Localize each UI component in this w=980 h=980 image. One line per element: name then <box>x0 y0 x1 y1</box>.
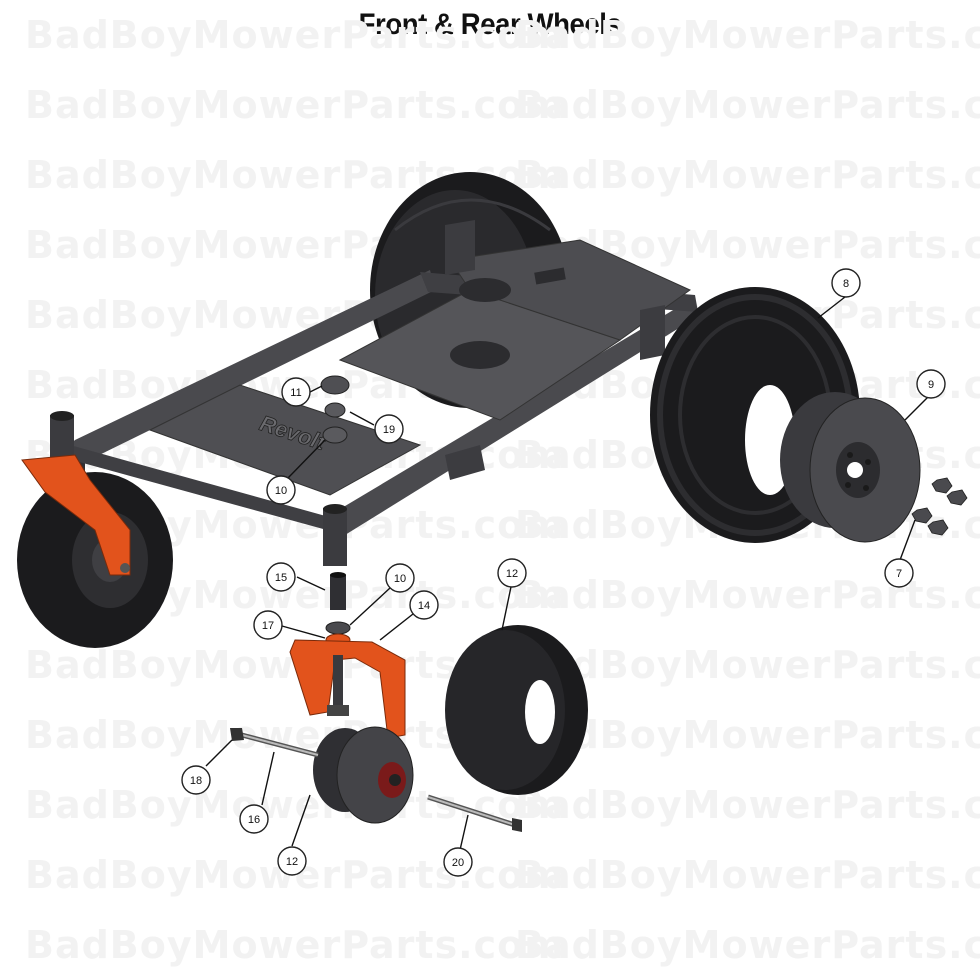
callout-17-label: 17 <box>262 620 274 632</box>
callout-15-label: 15 <box>275 572 287 584</box>
watermark-text: BadBoyMowerParts.com <box>515 713 980 757</box>
callouts: 8 9 7 11 19 10 <box>181 268 946 877</box>
leader-lines <box>205 296 929 851</box>
callout-10-lower-label: 10 <box>394 573 406 585</box>
watermark-text: BadBoyMowerParts.com <box>515 643 980 687</box>
callout-19: 19 <box>374 414 404 444</box>
callout-10-lower: 10 <box>385 563 415 593</box>
callout-20-label: 20 <box>452 857 464 869</box>
axle-bolts <box>230 728 522 832</box>
callout-7: 7 <box>884 558 914 588</box>
callout-14-label: 14 <box>418 600 430 612</box>
watermark-text: BadBoyMowerParts.com <box>515 13 980 57</box>
callout-20: 20 <box>443 847 473 877</box>
callout-19-label: 19 <box>383 424 395 436</box>
callout-8-label: 8 <box>843 278 849 290</box>
callout-12-tire-label: 12 <box>506 568 518 580</box>
callout-12-rim-label: 12 <box>286 856 298 868</box>
callout-12-rim: 12 <box>277 846 307 876</box>
callout-9-label: 9 <box>928 379 934 391</box>
callout-11: 11 <box>281 377 311 407</box>
callout-12-tire: 12 <box>497 558 527 588</box>
watermark-text: BadBoyMowerParts.com <box>515 153 980 197</box>
watermark-text: BadBoyMowerParts.com <box>515 853 980 897</box>
callout-11-label: 11 <box>290 387 301 399</box>
watermark-text: BadBoyMowerParts.com <box>25 13 565 57</box>
callout-9: 9 <box>916 369 946 399</box>
front-caster-left <box>17 454 173 648</box>
callout-10-upper-label: 10 <box>275 485 287 497</box>
watermark-text: BadBoyMowerParts.com <box>25 83 565 127</box>
exploded-caster-fork <box>289 572 406 739</box>
callout-16: 16 <box>239 804 269 834</box>
rear-rim <box>780 392 921 543</box>
caster-tire <box>445 625 588 795</box>
lug-nuts <box>911 477 968 536</box>
callout-18-label: 18 <box>190 775 202 787</box>
watermark-text: BadBoyMowerParts.com <box>515 783 980 827</box>
watermark-text: BadBoyMowerParts.com <box>25 923 565 967</box>
watermark-text: BadBoyMowerParts.com <box>515 923 980 967</box>
callout-18: 18 <box>181 765 211 795</box>
watermark-text: BadBoyMowerParts.com <box>515 83 980 127</box>
callout-14: 14 <box>409 590 439 620</box>
callout-8: 8 <box>831 268 861 298</box>
callout-7-label: 7 <box>896 568 902 580</box>
watermark-text: BadBoyMowerParts.com <box>25 783 565 827</box>
callout-16-label: 16 <box>248 814 260 826</box>
callout-10-upper: 10 <box>266 475 296 505</box>
cap-parts <box>320 375 350 444</box>
diagram-title: Front & Rear Wheels <box>358 8 622 41</box>
callout-17: 17 <box>253 610 283 640</box>
mower-frame: Revolt <box>50 220 700 566</box>
caster-rim <box>313 726 414 824</box>
callout-15: 15 <box>266 562 296 592</box>
